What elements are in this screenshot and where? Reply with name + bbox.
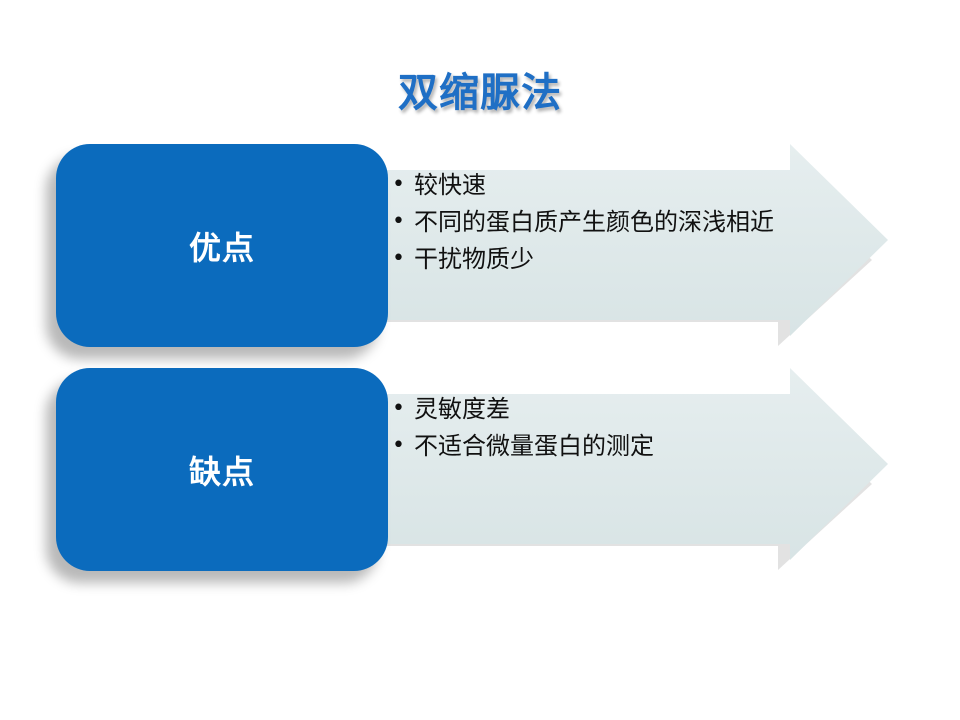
list-item: •不适合微量蛋白的测定 [392, 432, 654, 460]
list-item: •较快速 [392, 171, 486, 199]
cons-arrow-shape [354, 368, 888, 570]
list-item: •干扰物质少 [392, 245, 534, 273]
cons-label-box: 缺点 [56, 368, 388, 571]
slide-title: 双缩脲法 [398, 70, 562, 116]
cons-label: 缺点 [188, 452, 255, 491]
pros-label: 优点 [188, 228, 255, 267]
list-item: •不同的蛋白质产生颜色的深浅相近 [392, 208, 774, 236]
pros-label-box: 优点 [56, 144, 388, 347]
cons-section: 缺点 •灵敏度差 •不适合微量蛋白的测定 [0, 354, 960, 594]
list-item: •灵敏度差 [392, 395, 510, 423]
pros-arrow-shape [354, 144, 888, 346]
pros-list: •较快速 •不同的蛋白质产生颜色的深浅相近 •干扰物质少 [390, 170, 800, 281]
pros-section: 优点 •较快速 •不同的蛋白质产生颜色的深浅相近 •干扰物质少 [0, 130, 960, 370]
cons-list: •灵敏度差 •不适合微量蛋白的测定 [390, 394, 800, 468]
